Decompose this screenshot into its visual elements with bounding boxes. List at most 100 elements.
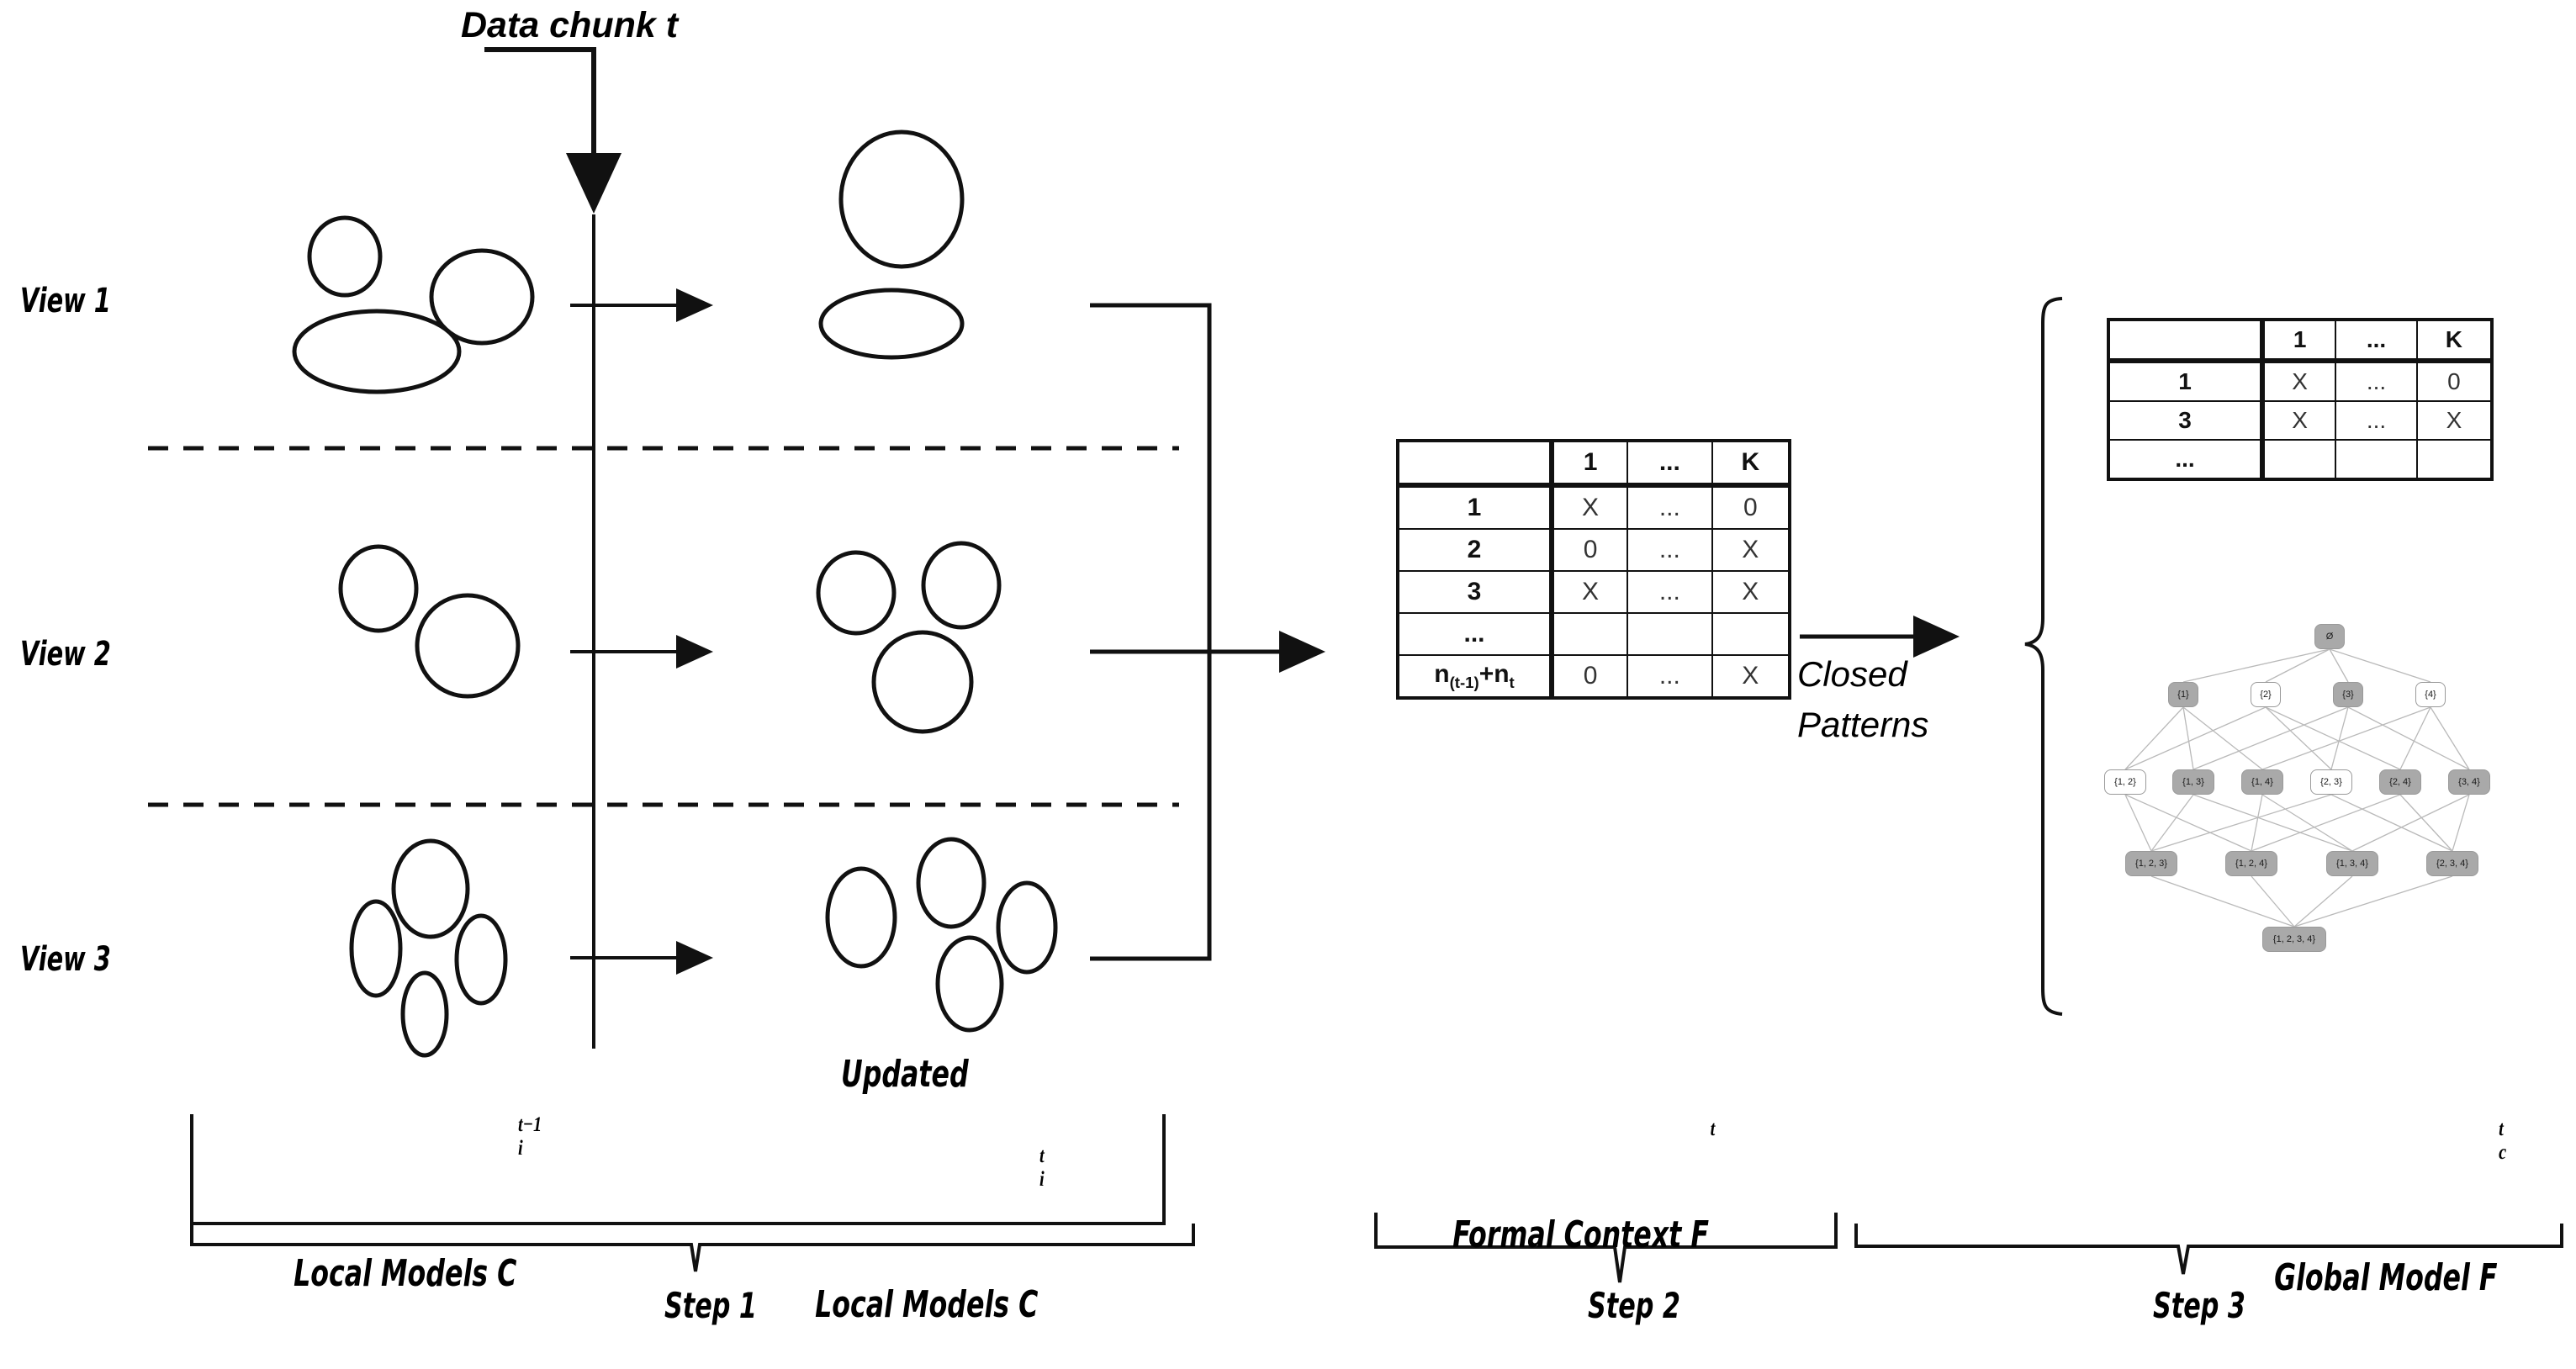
lattice-node-n124[interactable]: {1, 2, 4}: [2225, 851, 2277, 876]
caption-updated-sup: t: [1039, 1143, 1045, 1167]
column-header: 1: [2259, 319, 2337, 362]
table-cell: [2415, 439, 2494, 480]
table-row: ...: [1397, 612, 1791, 656]
row-header: ...: [2108, 439, 2263, 480]
lattice-node-n13[interactable]: {1, 3}: [2172, 769, 2214, 795]
table-cell: ...: [2335, 358, 2418, 402]
caption-global-model: Global Model F c t: [2237, 1085, 2506, 1342]
row-header: 3: [2108, 400, 2263, 441]
caption-updated-local-models: Local Models C i t: [778, 1112, 1045, 1369]
lattice-edge: [2182, 648, 2330, 683]
closed-patterns-label-line1: Closed: [1797, 654, 1907, 694]
caption-updated: Updated: [841, 1053, 969, 1096]
cluster-group-view1-local: [292, 215, 535, 394]
table-corner-cell: [2108, 319, 2263, 362]
lattice-edge: [2452, 794, 2470, 852]
lattice-edge: [2430, 706, 2470, 770]
cluster-group-view2-local: [338, 544, 521, 699]
caption-local-models-sub: i: [518, 1135, 523, 1160]
column-header: ...: [2335, 319, 2418, 362]
table-cell: 0: [2415, 358, 2494, 402]
merge-bus-connector: [1090, 303, 1325, 961]
caption-global-model-sub: c: [2499, 1139, 2507, 1164]
lattice-node-n4[interactable]: {4}: [2415, 682, 2446, 707]
caption-global-model-text: Global Model F: [2274, 1256, 2498, 1299]
caption-formal-context-sup: t: [1710, 1116, 1716, 1140]
global-model-brace: [2024, 297, 2063, 1016]
caption-formal-context: Formal Context F t: [1415, 1085, 1715, 1299]
table-cell: [1627, 612, 1713, 656]
table-cell: X: [1548, 570, 1629, 614]
lattice-edge: [2182, 706, 2194, 770]
lattice-edge: [2293, 875, 2353, 928]
lattice-edge: [2347, 706, 2470, 770]
lattice-node-n34[interactable]: {3, 4}: [2448, 769, 2490, 795]
lattice-edge: [2150, 794, 2332, 852]
cluster-group-view3-local: [349, 838, 508, 1058]
caption-updated-sub: i: [1039, 1166, 1045, 1191]
lattice-node-n123[interactable]: {1, 2, 3}: [2125, 851, 2177, 876]
lattice-edge: [2265, 648, 2330, 683]
table-cell: X: [1711, 570, 1791, 614]
lattice-node-n2[interactable]: {2}: [2251, 682, 2281, 707]
view-label-1: View 1: [20, 282, 111, 320]
lattice-edge: [2261, 794, 2353, 852]
lattice-node-n1[interactable]: {1}: [2168, 682, 2198, 707]
lattice-edge: [2124, 794, 2152, 852]
lattice-node-n23[interactable]: {2, 3}: [2310, 769, 2352, 795]
column-header: K: [1711, 440, 1791, 486]
caption-local-models-sup: t−1: [518, 1112, 542, 1136]
lattice-node-n12[interactable]: {1, 2}: [2104, 769, 2146, 795]
lattice-edge: [2124, 706, 2267, 770]
column-header: K: [2415, 319, 2494, 362]
table-cell: [1711, 612, 1791, 656]
table-cell: [2335, 439, 2418, 480]
caption-global-model-sup: t: [2499, 1116, 2504, 1140]
lattice-node-empty[interactable]: Ø: [2314, 624, 2345, 649]
lattice-edge: [2251, 794, 2263, 852]
table-cell: X: [2415, 400, 2494, 441]
caption-formal-context-text: Formal Context F: [1452, 1213, 1709, 1256]
lattice-node-n1234[interactable]: {1, 2, 3, 4}: [2262, 927, 2326, 952]
caption-updated-local-models-text: Local Models C: [815, 1283, 1039, 1326]
table-cell: X: [2259, 358, 2337, 402]
table-cell: 0: [1548, 654, 1629, 699]
column-header: 1: [1548, 440, 1629, 486]
row-header: 3: [1397, 570, 1552, 614]
lattice-edge: [2251, 794, 2401, 852]
step-label-1: Step 1: [664, 1285, 757, 1326]
table-cell: X: [1711, 528, 1791, 572]
lattice-edge: [2399, 706, 2431, 770]
lattice-edge: [2293, 875, 2453, 928]
table-row: ...: [2108, 439, 2494, 480]
lattice-node-n14[interactable]: {1, 4}: [2241, 769, 2283, 795]
table-cell: 0: [1711, 483, 1791, 530]
table-header-row: 1...K: [1397, 440, 1791, 486]
table-cell: ...: [2335, 400, 2418, 441]
cluster-group-view2-updated: [816, 541, 1002, 734]
step-label-3: Step 3: [2153, 1285, 2245, 1326]
lattice-node-n3[interactable]: {3}: [2333, 682, 2363, 707]
table-cell: ...: [1627, 483, 1713, 530]
table-cell: [2259, 439, 2337, 480]
caption-local-models-text: Local Models C: [294, 1252, 517, 1295]
table-cell: X: [1711, 654, 1791, 699]
data-chunk-connector: [484, 47, 622, 1049]
closed-patterns-label-line2: Patterns: [1797, 705, 1929, 744]
lattice-edge: [2399, 794, 2453, 852]
lattice-edge: [2330, 794, 2453, 852]
view-label-3: View 3: [20, 940, 111, 979]
table-cell: ...: [1627, 528, 1713, 572]
lattice-edge: [2182, 706, 2263, 770]
lattice-node-n134[interactable]: {1, 3, 4}: [2326, 851, 2378, 876]
data-chunk-label: Data chunk t: [461, 5, 679, 45]
table-header-row: 1...K: [2108, 319, 2494, 362]
lattice-node-n24[interactable]: {2, 4}: [2379, 769, 2421, 795]
lattice-node-n234[interactable]: {2, 3, 4}: [2426, 851, 2478, 876]
